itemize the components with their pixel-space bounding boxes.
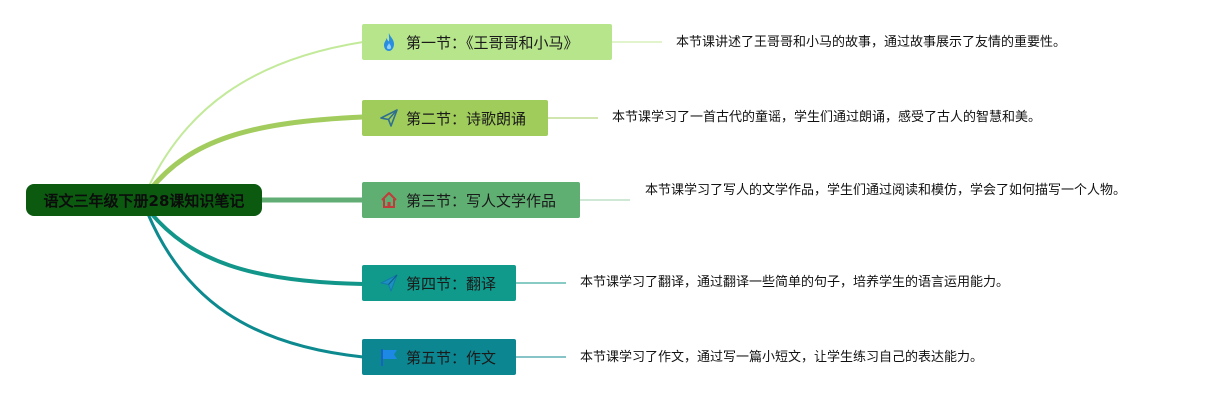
note-section-1: 本节课讲述了王哥哥和小马的故事，通过故事展示了友情的重要性。: [676, 35, 1067, 50]
note-section-2: 本节课学习了一首古代的童谣，学生们通过朗诵，感受了古人的智慧和美。: [612, 110, 1042, 125]
topic-section-4[interactable]: 第四节：翻译: [362, 265, 516, 301]
topic-section-3[interactable]: 第三节：写人文学作品: [362, 182, 580, 218]
topic-section-1[interactable]: 第一节：《王哥哥和小马》: [362, 24, 612, 60]
note-section-3: 本节课学习了写人的文学作品，学生们通过阅读和模仿，学会了如何描写一个人物。: [645, 183, 1127, 198]
fire-icon: [378, 31, 400, 53]
topic-section-2-label: 第二节：诗歌朗诵: [406, 109, 527, 128]
topic-section-4-label: 第四节：翻译: [406, 274, 497, 293]
flag-icon: [378, 346, 400, 368]
branch-curve-5: [146, 213, 364, 359]
home-icon: [378, 189, 400, 211]
topic-section-5-label: 第五节：作文: [406, 348, 497, 367]
topic-section-3-label: 第三节：写人文学作品: [406, 191, 557, 210]
branch-curve-2: [148, 114, 364, 192]
note-section-4: 本节课学习了翻译，通过翻译一些简单的句子，培养学生的语言运用能力。: [580, 275, 1010, 290]
branch-curve-4: [148, 210, 364, 286]
topic-section-2[interactable]: 第二节：诗歌朗诵: [362, 100, 548, 136]
root-topic-label: 语文三年级下册28课知识笔记: [43, 191, 245, 210]
paper-plane-icon: [378, 107, 400, 129]
note-section-5: 本节课学习了作文，通过写一篇小短文，让学生练习自己的表达能力。: [580, 350, 984, 365]
topic-section-1-label: 第一节：《王哥哥和小马》: [406, 33, 579, 52]
paper-plane-icon: [378, 272, 400, 294]
topic-section-5[interactable]: 第五节：作文: [362, 339, 516, 375]
branch-curve-1: [147, 41, 364, 189]
root-topic[interactable]: 语文三年级下册28课知识笔记: [26, 184, 262, 216]
